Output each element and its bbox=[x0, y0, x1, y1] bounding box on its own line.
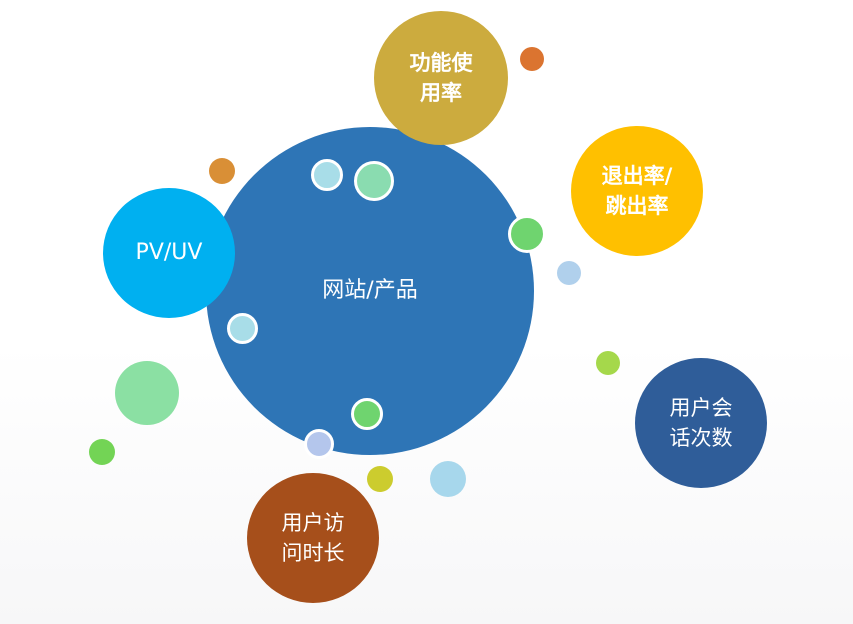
dot-light-green-left bbox=[115, 361, 179, 425]
dot-lime-right bbox=[596, 351, 620, 375]
dot-green-right-edge bbox=[508, 215, 546, 253]
dot-light-cyan-top bbox=[311, 159, 343, 191]
dot-mint-top bbox=[354, 161, 394, 201]
bubble-label: 网站/产品 bbox=[322, 278, 418, 304]
bubble-feature-usage: 功能使 用率 bbox=[374, 11, 508, 145]
bubble-visit-duration: 用户访 问时长 bbox=[247, 473, 379, 603]
bubble-label: 功能使 用率 bbox=[409, 50, 473, 105]
dot-green-bottom bbox=[351, 398, 383, 430]
dot-light-cyan-left bbox=[227, 313, 258, 344]
bubble-label: 退出率/ 跳出率 bbox=[601, 163, 673, 218]
bubble-label: 用户会 话次数 bbox=[669, 395, 733, 450]
dot-lavender-bottom-edge bbox=[304, 429, 334, 459]
dot-amber-left bbox=[209, 158, 235, 184]
dot-olive-yellow-bottom bbox=[367, 466, 393, 492]
bubble-label: PV/UV bbox=[135, 240, 203, 266]
bubble-pv-uv: PV/UV bbox=[103, 188, 235, 318]
bubble-user-sessions: 用户会 话次数 bbox=[635, 358, 767, 488]
dot-orange-top-right bbox=[520, 47, 544, 71]
dot-sky-bottom bbox=[430, 461, 466, 497]
dot-pale-blue-right bbox=[557, 261, 581, 285]
bubble-exit-bounce: 退出率/ 跳出率 bbox=[571, 126, 703, 256]
bubble-label: 用户访 问时长 bbox=[281, 510, 345, 565]
dot-bright-green-left bbox=[89, 439, 115, 465]
